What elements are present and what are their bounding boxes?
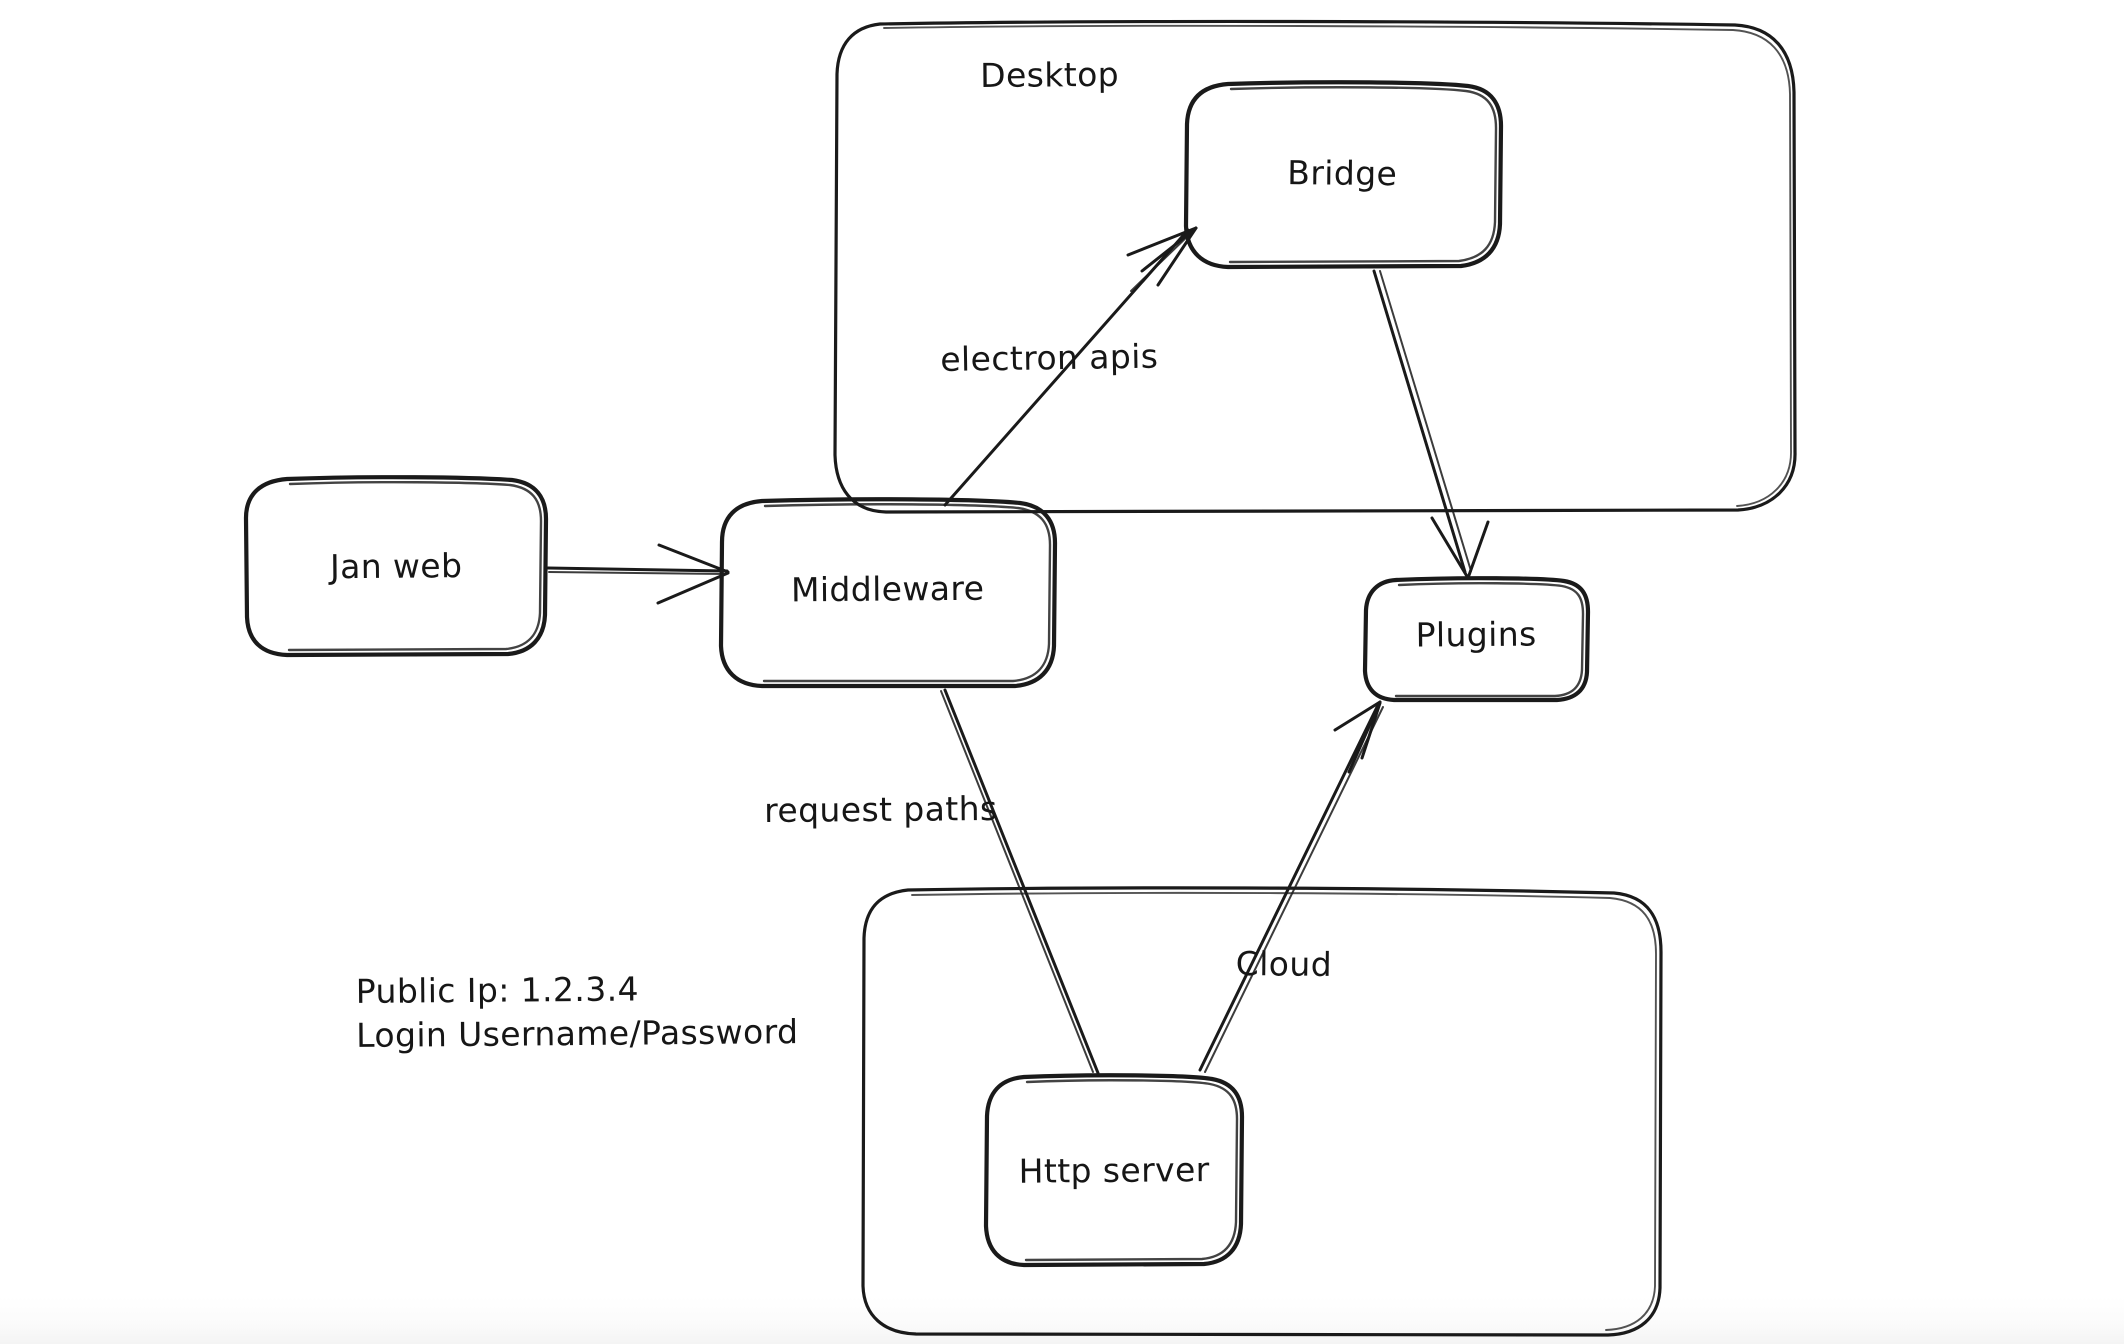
edge-label-request-paths: request paths [764,788,998,830]
node-label-middleware: Middleware [790,568,985,610]
note-line-login: Login Username/Password [356,1011,799,1055]
edge-bridge-to-plugins [1372,269,1490,580]
node-label-bridge: Bridge [1287,153,1398,194]
edge-http-server-to-middleware [940,688,1100,1075]
edge-label-electron-apis: electron apis [940,336,1159,379]
container-desktop [833,19,1797,514]
node-http-server[interactable] [983,1073,1245,1268]
connection-note: Public Ip: 1.2.3.4 Login Username/Passwo… [356,966,799,1057]
container-label-desktop: Desktop [980,54,1120,95]
edge-http-server-to-plugins [1198,700,1384,1073]
node-middleware[interactable] [718,497,1058,689]
node-label-plugins: Plugins [1415,614,1537,655]
edge-jan-web-to-middleware [546,543,730,605]
node-jan-web[interactable] [243,475,549,658]
node-label-jan-web: Jan web [329,546,463,587]
container-cloud [861,886,1663,1337]
node-plugins[interactable] [1362,576,1591,703]
node-bridge[interactable] [1183,80,1504,270]
node-label-http-server: Http server [1018,1150,1210,1191]
note-line-public-ip: Public Ip: 1.2.3.4 [355,969,640,1011]
edge-label-cloud: Cloud [1235,944,1333,985]
